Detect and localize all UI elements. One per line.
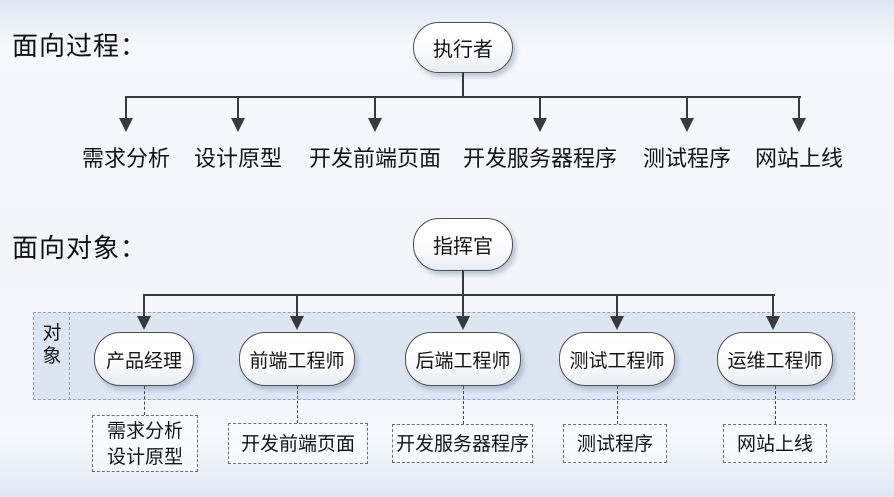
arrow-head-icon bbox=[290, 316, 304, 330]
role-node-backend-engineer: 后端工程师 bbox=[405, 332, 521, 386]
process-arrow-3 bbox=[368, 98, 382, 132]
object-arrow-1 bbox=[137, 296, 151, 330]
role-label: 后端工程师 bbox=[415, 349, 511, 372]
arrow-head-icon bbox=[766, 316, 780, 330]
arrow-shaft bbox=[143, 296, 145, 316]
objects-container-label: 对象 bbox=[42, 322, 62, 367]
role-node-frontend-engineer: 前端工程师 bbox=[239, 332, 355, 386]
process-branch-line bbox=[125, 96, 801, 98]
task-box-requirements-prototype: 需求分析 设计原型 bbox=[92, 415, 198, 472]
process-step-label-2: 设计原型 bbox=[193, 147, 283, 172]
role-task-connector-5 bbox=[775, 386, 776, 424]
process-root-label: 执行者 bbox=[433, 37, 493, 61]
process-section-title: 面向过程： bbox=[12, 32, 148, 62]
process-step-label-5: 测试程序 bbox=[642, 147, 732, 172]
task-box-site-launch: 网站上线 bbox=[723, 424, 827, 463]
task-line: 开发前端页面 bbox=[240, 432, 355, 455]
task-box-server-program: 开发服务器程序 bbox=[392, 424, 533, 463]
arrow-head-icon bbox=[368, 118, 382, 132]
arrow-shaft bbox=[686, 98, 688, 118]
object-root-node: 指挥官 bbox=[413, 218, 513, 271]
process-step-label-3: 开发前端页面 bbox=[308, 147, 442, 172]
arrow-head-icon bbox=[231, 118, 245, 132]
role-label: 前端工程师 bbox=[249, 349, 345, 372]
object-branch-line bbox=[143, 294, 775, 296]
role-task-connector-1 bbox=[144, 386, 145, 415]
arrow-head-icon bbox=[533, 118, 547, 132]
role-node-test-engineer: 测试工程师 bbox=[559, 332, 675, 386]
arrow-shaft bbox=[772, 296, 774, 316]
process-arrow-6 bbox=[792, 98, 806, 132]
arrow-shaft bbox=[539, 98, 541, 118]
arrow-head-icon bbox=[680, 118, 694, 132]
process-root-stub-line bbox=[462, 72, 464, 97]
arrow-shaft bbox=[125, 98, 127, 118]
arrow-shaft bbox=[374, 98, 376, 118]
role-task-connector-3 bbox=[463, 386, 464, 424]
task-box-frontend-pages: 开发前端页面 bbox=[228, 423, 368, 464]
process-arrow-1 bbox=[119, 98, 133, 132]
task-line: 设计原型 bbox=[106, 445, 183, 468]
task-line: 开发服务器程序 bbox=[395, 432, 529, 455]
arrow-shaft bbox=[462, 296, 464, 316]
object-arrow-3 bbox=[456, 296, 470, 330]
process-arrow-2 bbox=[231, 98, 245, 132]
arrow-shaft bbox=[237, 98, 239, 118]
object-section-title: 面向对象： bbox=[12, 234, 148, 264]
arrow-shaft bbox=[616, 296, 618, 316]
process-step-label-1: 需求分析 bbox=[81, 147, 171, 172]
object-root-stub-line bbox=[462, 270, 464, 295]
process-step-label-6: 网站上线 bbox=[754, 147, 844, 172]
role-label: 测试工程师 bbox=[569, 349, 665, 372]
task-line: 网站上线 bbox=[736, 432, 813, 455]
task-line: 需求分析 bbox=[106, 419, 183, 442]
role-node-ops-engineer: 运维工程师 bbox=[717, 332, 833, 386]
process-root-node: 执行者 bbox=[413, 22, 513, 73]
arrow-head-icon bbox=[119, 118, 133, 132]
process-arrow-4 bbox=[533, 98, 547, 132]
process-arrow-5 bbox=[680, 98, 694, 132]
object-root-label: 指挥官 bbox=[433, 234, 493, 258]
role-task-connector-4 bbox=[617, 386, 618, 424]
task-line: 测试程序 bbox=[576, 432, 653, 455]
task-box-test-program: 测试程序 bbox=[563, 424, 667, 463]
role-task-connector-2 bbox=[297, 386, 298, 423]
object-arrow-5 bbox=[766, 296, 780, 330]
arrow-shaft bbox=[798, 98, 800, 118]
role-label: 产品经理 bbox=[105, 349, 182, 372]
process-step-label-4: 开发服务器程序 bbox=[462, 147, 618, 172]
objects-container-divider bbox=[69, 312, 70, 400]
arrow-head-icon bbox=[610, 316, 624, 330]
object-arrow-4 bbox=[610, 296, 624, 330]
role-label: 运维工程师 bbox=[727, 349, 823, 372]
role-node-product-manager: 产品经理 bbox=[94, 332, 194, 386]
arrow-head-icon bbox=[456, 316, 470, 330]
arrow-head-icon bbox=[137, 316, 151, 330]
arrow-head-icon bbox=[792, 118, 806, 132]
arrow-shaft bbox=[296, 296, 298, 316]
object-arrow-2 bbox=[290, 296, 304, 330]
